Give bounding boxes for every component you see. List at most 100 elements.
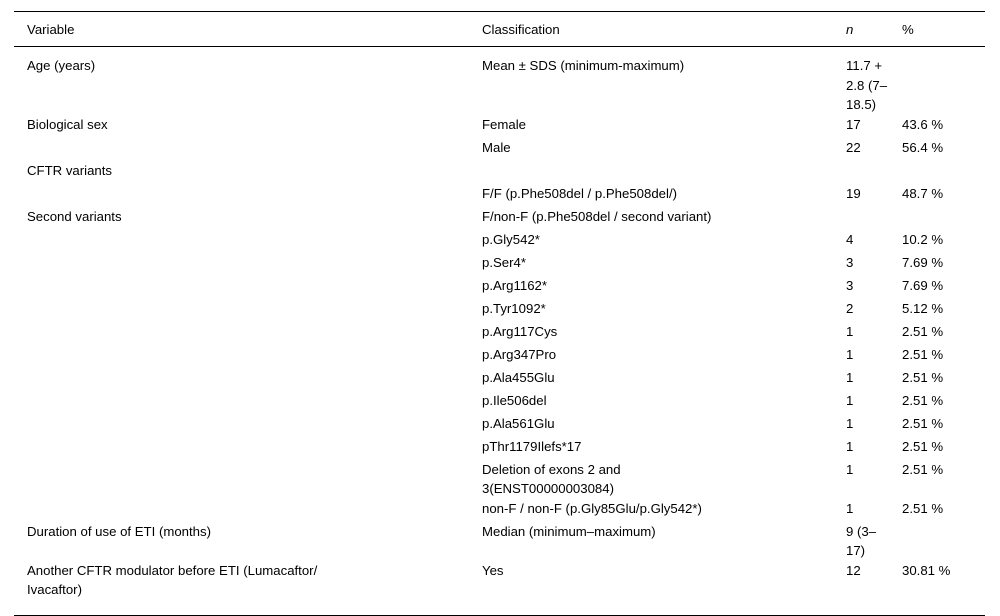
table-row: p.Ala455Glu 1 2.51 % (14, 368, 985, 391)
cell-classification-line2: 3(ENST00000003084) (482, 481, 614, 497)
table-row: p.Arg117Cys 1 2.51 % (14, 322, 985, 345)
cell-n: 12 (846, 562, 861, 578)
cell-percent: 2.51 % (902, 392, 944, 408)
cell-n: 11.7 + 2.8 (7– 18.5) (830, 47, 888, 115)
cell-classification-line1: Deletion of exons 2 and (482, 461, 621, 477)
cell-percent: 48.7 % (902, 185, 944, 201)
cell-classification (469, 161, 830, 184)
cell-classification: F/F (p.Phe508del / p.Phe508del/) (482, 185, 678, 201)
cell-percent: 2.51 % (902, 438, 944, 454)
cell-n: 1 (846, 392, 854, 408)
cell-variable (14, 299, 469, 322)
cell-classification: Mean ± SDS (minimum-maximum) (482, 58, 685, 74)
cell-percent: 56.4 % (902, 139, 944, 155)
cell-variable (14, 230, 469, 253)
cell-variable: CFTR variants (27, 162, 112, 178)
table-row: p.Ala561Glu 1 2.51 % (14, 414, 985, 437)
table-row: Biological sex Female 17 43.6 % (14, 115, 985, 138)
column-header-percent: % (888, 10, 985, 48)
table-row: Duration of use of ETI (months) Median (… (14, 522, 985, 561)
table-row: Male 22 56.4 % (14, 138, 985, 161)
cell-variable-line2: Ivacaftor) (27, 582, 82, 598)
table-row: p.Gly542* 4 10.2 % (14, 230, 985, 253)
cell-classification: p.Ser4* (482, 254, 526, 270)
table-row: pThr1179Ilefs*17 1 2.51 % (14, 437, 985, 460)
cell-percent: 7.69 % (902, 254, 944, 270)
cell-n: 1 (846, 346, 854, 362)
cell-classification: p.Ala561Glu (482, 415, 555, 431)
table-body: Age (years) Mean ± SDS (minimum-maximum)… (14, 47, 985, 616)
table-container: Variable Classification n % Age (years) … (14, 10, 985, 616)
cell-classification: p.Arg1162* (482, 277, 548, 293)
cell-percent (888, 207, 985, 230)
cell-n: 1 (846, 369, 854, 385)
cell-variable (14, 437, 469, 460)
cell-classification: p.Ile506del (482, 392, 547, 408)
cell-percent (888, 47, 985, 115)
cell-classification: F/non-F (p.Phe508del / second variant) (482, 208, 712, 224)
table-row: p.Tyr1092* 2 5.12 % (14, 299, 985, 322)
cell-percent: 10.2 % (902, 231, 944, 247)
cell-variable (14, 253, 469, 276)
cell-n-line1: 11.7 + 2.8 (7– (846, 58, 888, 93)
column-header-classification: Classification (469, 10, 830, 48)
table-row: Second variants F/non-F (p.Phe508del / s… (14, 207, 985, 230)
cell-percent: 2.51 % (902, 415, 944, 431)
cell-n (830, 161, 888, 184)
cell-n: 1 (846, 438, 854, 454)
cell-n: 1 (846, 461, 854, 477)
cell-classification: p.Gly542* (482, 231, 540, 247)
cell-n: 19 (846, 185, 861, 201)
cell-classification: non-F / non-F (p.Gly85Glu/p.Gly542*) (482, 500, 702, 516)
cell-n: 9 (3–17) (846, 523, 877, 559)
cell-variable: Biological sex (27, 116, 108, 132)
table-row: p.Ile506del 1 2.51 % (14, 391, 985, 414)
cell-n: 3 (846, 277, 854, 293)
cell-n: 17 (846, 116, 861, 132)
cell-classification: Yes (482, 562, 504, 578)
cell-variable: Another CFTR modulator before ETI (Lumac… (14, 561, 469, 616)
cell-n: 22 (846, 139, 861, 155)
cell-variable (14, 499, 469, 522)
cell-n: 3 (846, 254, 854, 270)
column-header-n: n (830, 10, 888, 48)
cell-percent: 7.69 % (902, 277, 944, 293)
cell-percent: 2.51 % (902, 461, 944, 477)
cell-variable: Second variants (27, 208, 122, 224)
cell-percent: 2.51 % (902, 346, 944, 362)
cell-classification: p.Arg347Pro (482, 346, 557, 362)
table-row: Another CFTR modulator before ETI (Lumac… (14, 561, 985, 616)
cell-percent (888, 161, 985, 184)
cell-variable (14, 276, 469, 299)
cell-n: 1 (846, 500, 854, 516)
cell-variable (14, 138, 469, 161)
cell-variable: Duration of use of ETI (months) (27, 523, 211, 539)
cell-variable (14, 368, 469, 391)
cell-n (830, 207, 888, 230)
table-row: p.Ser4* 3 7.69 % (14, 253, 985, 276)
table-row: p.Arg1162* 3 7.69 % (14, 276, 985, 299)
cell-n: 4 (846, 231, 854, 247)
cell-percent: 2.51 % (902, 369, 944, 385)
cell-percent: 43.6 % (902, 116, 944, 132)
cell-percent (888, 522, 985, 561)
cell-classification: Deletion of exons 2 and 3(ENST0000000308… (469, 460, 830, 499)
cell-classification: p.Ala455Glu (482, 369, 555, 385)
cell-n-line2: 18.5) (846, 97, 877, 113)
table-row: Deletion of exons 2 and 3(ENST0000000308… (14, 460, 985, 499)
cell-classification: p.Arg117Cys (482, 323, 558, 339)
characteristics-table: Variable Classification n % Age (years) … (14, 10, 985, 616)
cell-variable (14, 322, 469, 345)
table-row: non-F / non-F (p.Gly85Glu/p.Gly542*) 1 2… (14, 499, 985, 522)
column-header-variable: Variable (14, 10, 469, 48)
cell-n: 1 (846, 415, 854, 431)
cell-classification: Median (minimum–maximum) (482, 523, 656, 539)
table-row: F/F (p.Phe508del / p.Phe508del/) 19 48.7… (14, 184, 985, 207)
cell-percent: 5.12 % (902, 300, 944, 316)
cell-classification: Male (482, 139, 511, 155)
cell-n: 2 (846, 300, 854, 316)
cell-percent: 2.51 % (902, 500, 944, 516)
table-row: CFTR variants (14, 161, 985, 184)
cell-percent: 2.51 % (902, 323, 944, 339)
cell-variable-line1: Another CFTR modulator before ETI (Lumac… (27, 562, 318, 578)
